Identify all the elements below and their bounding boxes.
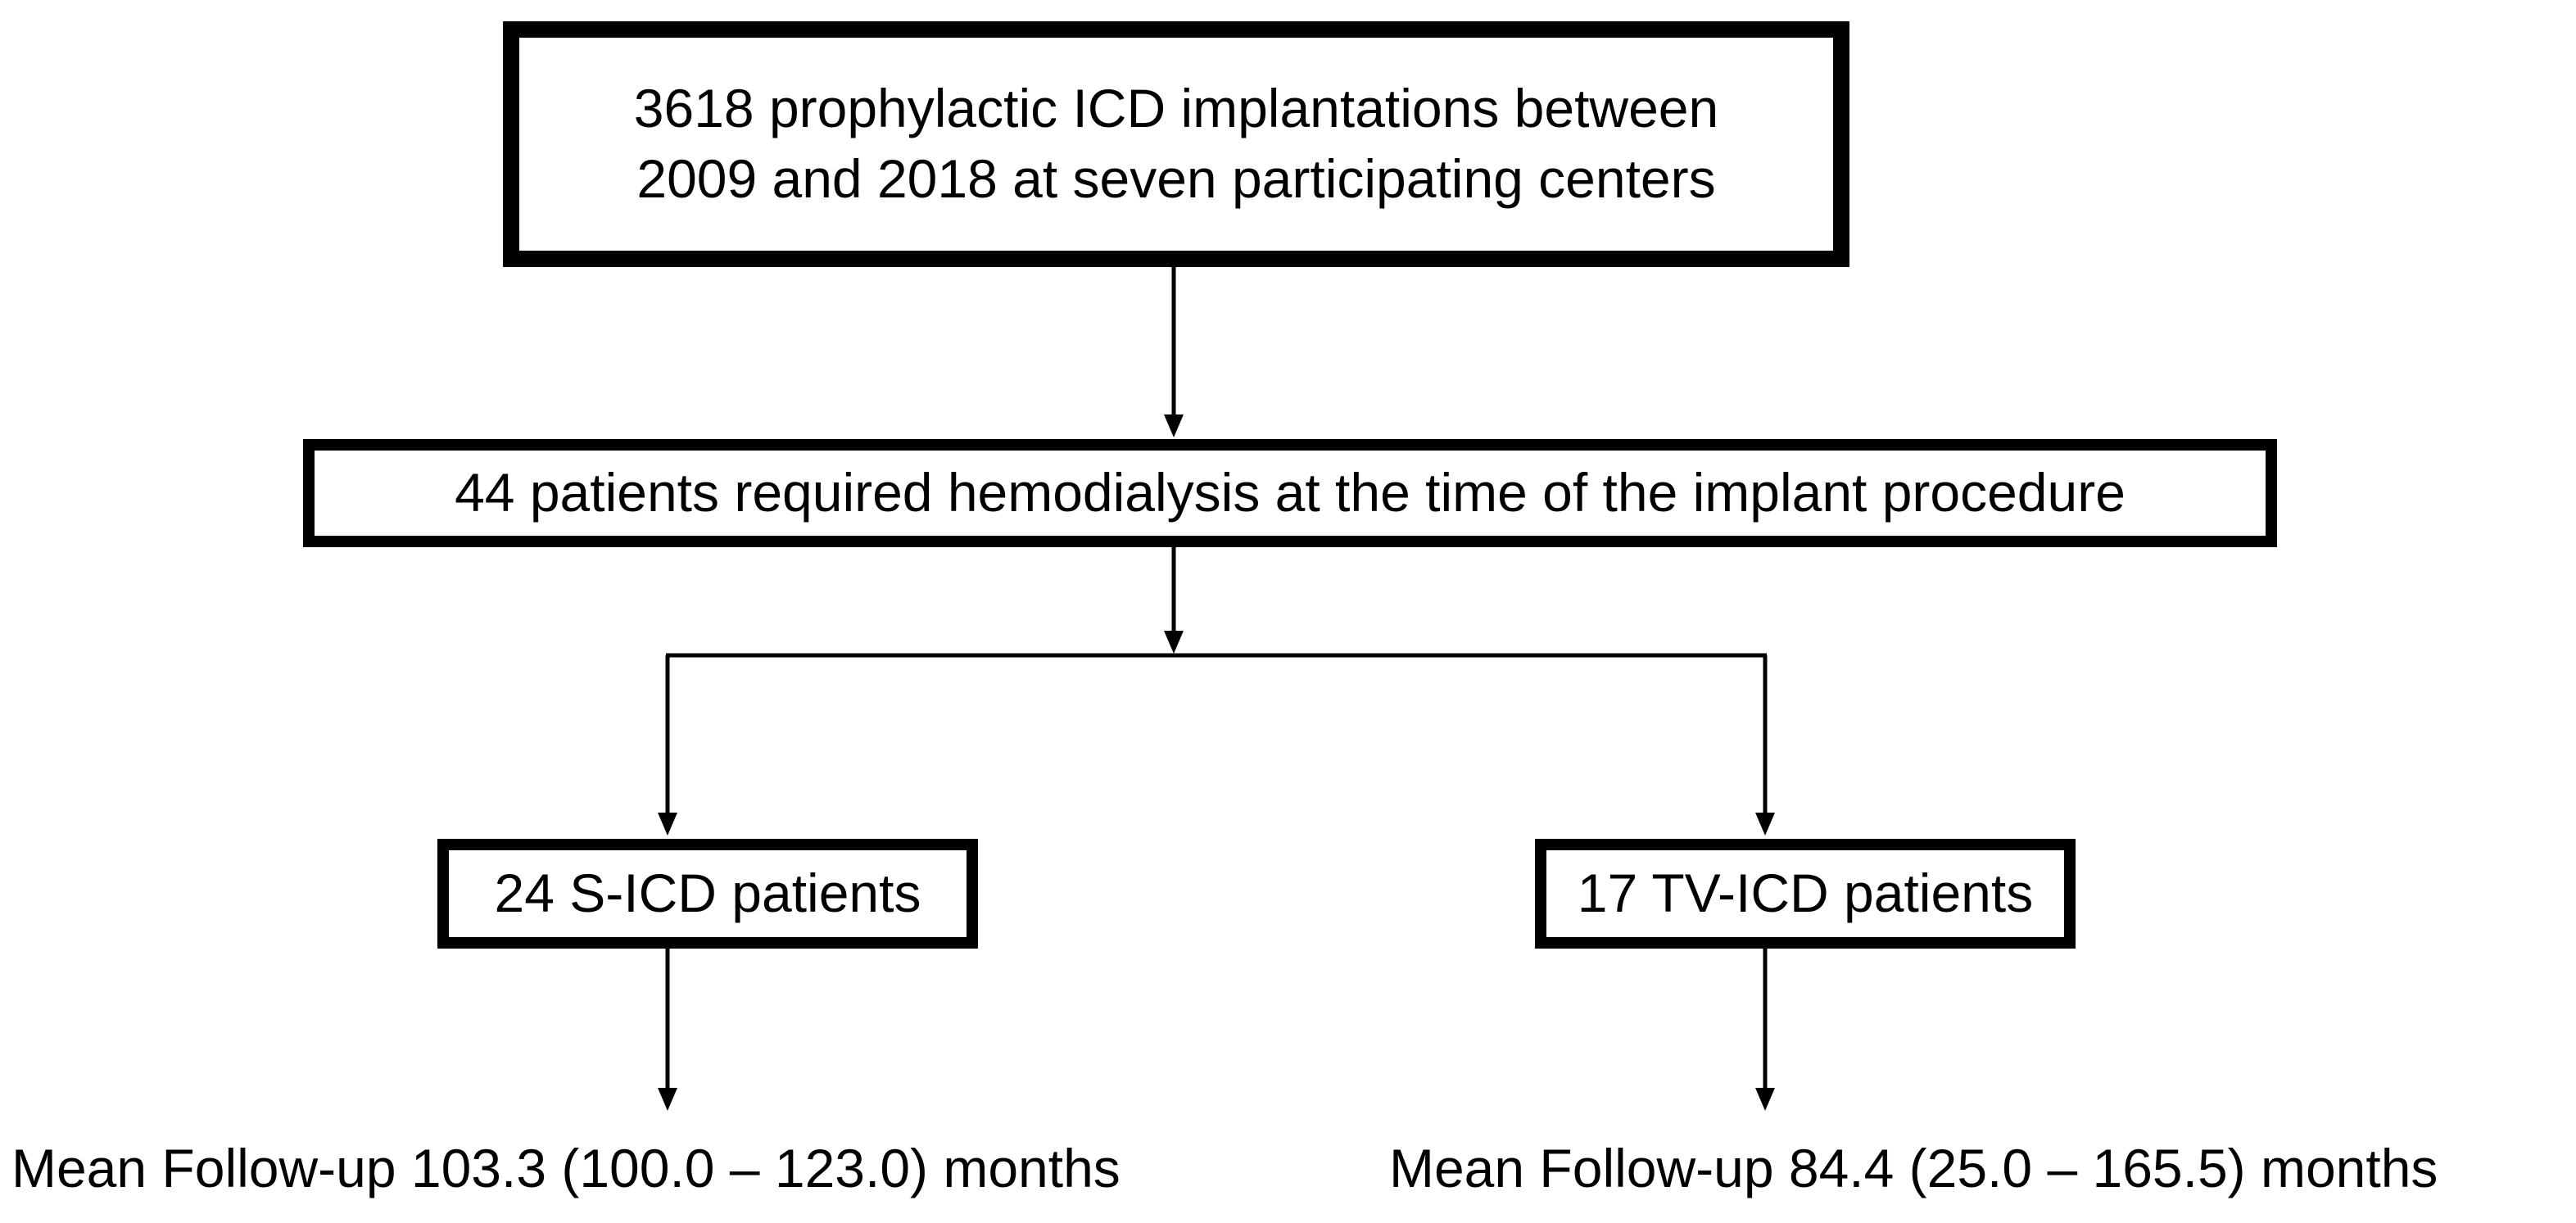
s-icd-box: 24 S-ICD patients [437,839,978,949]
hemodialysis-text: 44 patients required hemodialysis at the… [455,462,2126,523]
cohort-text: 3618 prophylactic ICD implantations betw… [634,74,1718,215]
arrow-split-to-left [658,655,677,836]
hemodialysis-box: 44 patients required hemodialysis at the… [303,439,2277,547]
arrow-split-to-right [1755,655,1775,836]
tv-icd-text: 17 TV-ICD patients [1577,863,2034,924]
tv-icd-follow-up: Mean Follow-up 84.4 (25.0 – 165.5) month… [1389,1138,2438,1198]
arrow-right-to-outcome [1755,949,1775,1111]
s-icd-text: 24 S-ICD patients [494,863,921,924]
cohort-line-1: 3618 prophylactic ICD implantations betw… [633,78,1719,139]
tv-icd-box: 17 TV-ICD patients [1535,839,2076,949]
arrow-left-to-outcome [658,949,677,1111]
cohort-box: 3618 prophylactic ICD implantations betw… [503,21,1849,267]
arrow-middle-to-split [1164,547,1184,654]
s-icd-follow-up: Mean Follow-up 103.3 (100.0 – 123.0) mon… [11,1138,1120,1198]
arrow-top-to-middle [1164,267,1184,437]
cohort-line-2: 2009 and 2018 at seven participating cen… [636,148,1716,209]
